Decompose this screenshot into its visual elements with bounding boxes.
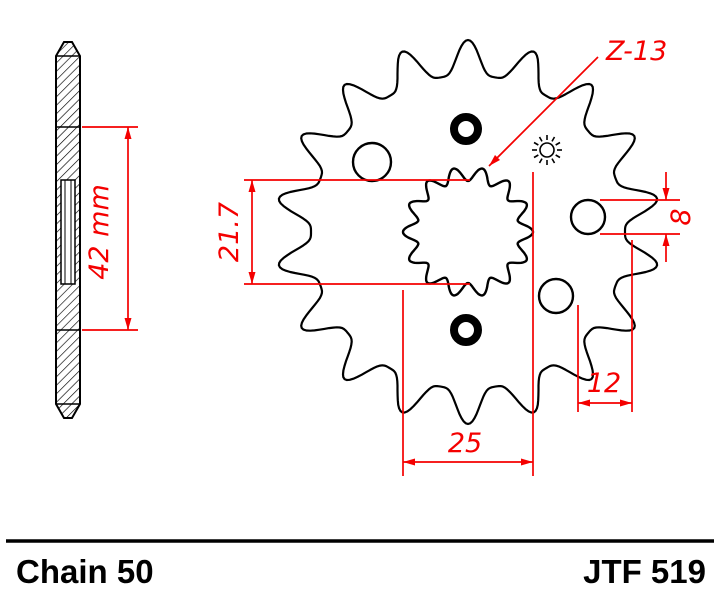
hole-offset-label: 12 [587, 368, 621, 399]
dimension-arrowhead [662, 188, 670, 200]
spline-bore-outline [401, 167, 535, 297]
spline-outer-diameter-label: 25 [448, 428, 482, 459]
dimension-arrowhead [248, 272, 256, 284]
lightening-hole-lower-right [537, 277, 575, 315]
dimension-arrowhead [248, 180, 256, 192]
chain-size-label: Chain 50 [16, 553, 154, 590]
part-number-label: JTF 519 [583, 553, 706, 590]
spline-inner-diameter-label: 21.7 [214, 202, 245, 262]
ring-hole-bottom [450, 314, 482, 346]
sun-burst-icon [532, 135, 562, 165]
dimension-arrowhead [620, 399, 632, 407]
leader-arrowhead [489, 155, 500, 166]
dimension-arrowhead [124, 127, 132, 139]
sprocket-front-view [277, 38, 659, 426]
dimension-arrowhead [578, 399, 590, 407]
lightening-hole-right [569, 198, 607, 236]
lightening-hole-upper-left [351, 141, 393, 183]
ring-hole-top [450, 113, 482, 145]
dimension-arrowhead [662, 234, 670, 246]
sprocket-side-view [55, 41, 81, 419]
side-view-bore-slot [60, 179, 76, 285]
dimension-line [488, 56, 599, 167]
dimension-arrowhead [124, 318, 132, 330]
dimension-arrowhead [521, 458, 533, 466]
hub-width-dimension-label: 42 mm [84, 184, 115, 280]
dimension-lines [82, 56, 680, 476]
dimension-arrowhead [403, 458, 415, 466]
tooth-count-label: Z-13 [605, 36, 667, 67]
hole-diameter-label: 8 [666, 208, 697, 225]
